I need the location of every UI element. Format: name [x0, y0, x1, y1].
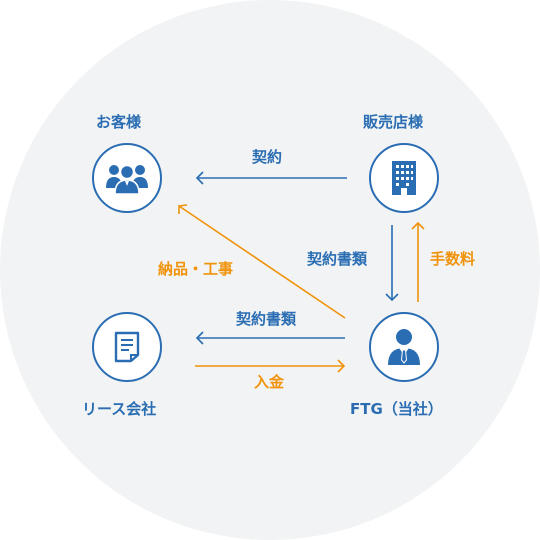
arrow-ftg-to-dealer — [411, 221, 425, 302]
dealer-node — [369, 143, 439, 213]
arrow-ftg-to-customer — [178, 204, 346, 319]
ftg-label: FTG（当社） — [350, 400, 443, 418]
dealer-label: 販売店様 — [363, 113, 424, 131]
leasing-node — [92, 312, 162, 382]
building-icon — [392, 161, 416, 195]
customer-label: お客様 — [96, 113, 142, 131]
flow-label-documents-to-leasing: 契約書類 — [236, 310, 297, 328]
arrow-dealer-to-customer — [195, 171, 347, 185]
arrow-dealer-to-ftg — [385, 225, 399, 302]
ftg-node — [369, 312, 439, 382]
flow-label-payment: 入金 — [254, 373, 285, 391]
leasing-label: リース会社 — [82, 400, 157, 418]
arrow-ftg-to-leasing — [195, 331, 345, 345]
document-icon — [114, 331, 140, 363]
customer-node — [92, 143, 162, 213]
flow-label-delivery: 納品・工事 — [158, 260, 234, 278]
flow-label-contract: 契約 — [252, 148, 283, 166]
flow-label-fee: 手数料 — [430, 250, 476, 268]
users-icon — [106, 164, 148, 195]
flow-label-documents-to-ftg: 契約書類 — [307, 250, 368, 268]
businessman-icon — [388, 329, 420, 365]
arrow-leasing-to-ftg — [195, 359, 346, 373]
